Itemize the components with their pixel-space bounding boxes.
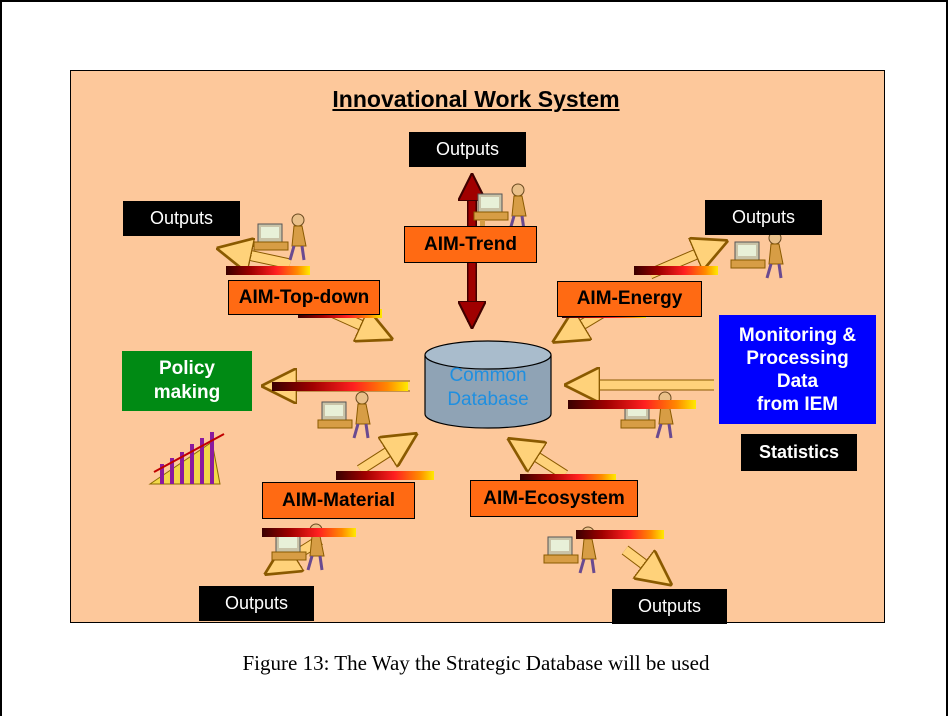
diagram-title: Innovational Work System — [332, 86, 620, 112]
database-label: Common Database — [447, 365, 529, 410]
statistics-box: Statistics — [741, 434, 857, 471]
gradient-bar — [568, 400, 696, 409]
ecosystem-arrows — [515, 443, 665, 580]
outputs-box-top-left: Outputs — [123, 201, 240, 236]
database-cylinder — [424, 340, 552, 429]
gradient-bar — [576, 530, 664, 539]
computer-user-icon — [253, 213, 307, 261]
computer-user-icon — [730, 231, 784, 279]
growth-chart-icon — [148, 432, 225, 485]
outputs-box-bottom-right: Outputs — [612, 589, 727, 624]
computer-user-icon — [473, 183, 527, 234]
computer-user-icon — [317, 391, 371, 439]
policy-making-box: Policy making — [122, 351, 252, 411]
gradient-bar — [272, 382, 408, 391]
gradient-bar — [520, 474, 616, 483]
aim-energy-box: AIM-Energy — [557, 281, 702, 317]
figure-caption: Figure 13: The Way the Strategic Databas… — [242, 651, 710, 675]
outputs-box-top-right: Outputs — [705, 200, 822, 235]
outputs-box-bottom-left: Outputs — [199, 586, 314, 621]
gradient-bar — [262, 528, 356, 537]
computer-user-icon — [620, 391, 674, 439]
gradient-bar — [226, 266, 310, 275]
gradient-bar — [634, 266, 718, 275]
aim-trend-box: AIM-Trend — [404, 226, 537, 263]
aim-top-down-box: AIM-Top-down — [228, 280, 380, 315]
aim-material-box: AIM-Material — [262, 482, 415, 519]
outputs-box-top: Outputs — [409, 132, 526, 167]
gradient-bar — [336, 471, 434, 480]
aim-ecosystem-box: AIM-Ecosystem — [470, 480, 638, 517]
monitoring-box: Monitoring & Processing Data from IEM — [719, 315, 876, 424]
